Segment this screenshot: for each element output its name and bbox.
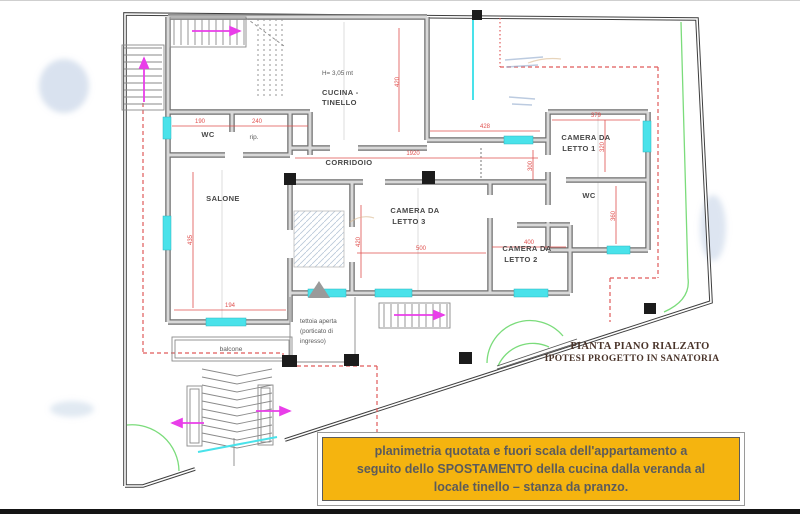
- room-label-camera3-1: CAMERA DA: [390, 206, 439, 215]
- direction-arrows: [138, 25, 446, 429]
- red-dashed-outline: [142, 18, 659, 432]
- dim-cucina-height: 420: [395, 76, 401, 87]
- dimension-lines: [172, 28, 640, 311]
- room-label-cucina-1: CUCINA -: [322, 88, 359, 97]
- dim-camera3-width: 500: [416, 246, 427, 252]
- label-balcone: balcone: [220, 346, 243, 353]
- property-boundary: [123, 12, 713, 488]
- entrance-triangle: [308, 281, 330, 298]
- room-label-camera2-1: CAMERA DA: [502, 244, 551, 253]
- room-label-camera1-1: CAMERA DA: [561, 133, 610, 142]
- room-label-camera2-2: LETTO 2: [504, 255, 538, 264]
- dim-wc-width: 190: [195, 119, 206, 125]
- dim-camera2-width: 400: [524, 240, 535, 246]
- room-label-camera3-2: LETTO 3: [392, 217, 426, 226]
- room-label-corridoio: CORRIDOIO: [326, 158, 373, 167]
- room-label-rip: rip.: [249, 134, 258, 141]
- drawing-title-line2: IPOTESI PROGETTO IN SANATORIA: [545, 354, 720, 364]
- label-tettoia-2: (porticato di: [300, 328, 333, 335]
- dim-camera1-width: 379: [591, 113, 602, 119]
- caption-frame: planimetria quotata e fuori scala dell'a…: [317, 432, 745, 506]
- caption-line-2: seguito dello SPOSTAMENTO della cucina d…: [356, 461, 706, 476]
- dim-corridor-length: 1920: [406, 151, 420, 157]
- vestibule-hatch: [293, 210, 345, 268]
- dim-camera1-height: 320: [600, 141, 606, 152]
- room-label-wc-left: WC: [201, 130, 214, 139]
- building-walls: [165, 14, 651, 325]
- dim-rip-width: 240: [252, 119, 263, 125]
- room-height-note: H= 3,05 mt: [322, 70, 353, 77]
- caption-line-1: planimetria quotata e fuori scala dell'a…: [374, 443, 688, 458]
- page-bottom-rule: [0, 509, 800, 514]
- room-label-salone: SALONE: [206, 194, 240, 203]
- room-label-cucina-2: TINELLO: [322, 98, 357, 107]
- dim-camera3-height: 420: [356, 236, 362, 247]
- pillar-squares: [282, 10, 656, 367]
- extension-lines: [221, 22, 599, 318]
- handwritten-scribbles: [349, 56, 562, 223]
- dim-veranda-width: 428: [480, 124, 491, 130]
- room-label-wc-right: WC: [582, 191, 595, 200]
- window-markers: [162, 116, 652, 327]
- room-label-camera1-2: LETTO 1: [562, 144, 596, 153]
- stair-dashed-flight: [245, 17, 285, 98]
- caption-box: planimetria quotata e fuori scala dell'a…: [322, 437, 740, 501]
- page-top-edge: [0, 0, 800, 1]
- title-leader-line: [496, 338, 581, 370]
- dim-wc-right-height: 360: [611, 210, 617, 221]
- cyan-lines: [197, 16, 474, 453]
- dim-disimpegno-height: 300: [528, 160, 534, 171]
- caption-line-3: locale tinello – stanza da pranzo.: [433, 480, 629, 495]
- label-tettoia-3: ingresso): [300, 338, 326, 345]
- label-tettoia-1: tettoia aperta: [300, 318, 337, 325]
- garden-steps: [201, 368, 273, 449]
- dim-salone-width: 194: [225, 303, 236, 309]
- dim-salone-height: 435: [188, 234, 194, 245]
- drawing-title-line1: PIANTA PIANO RIALZATO: [570, 341, 709, 352]
- gate-swing-arcs: [126, 21, 689, 472]
